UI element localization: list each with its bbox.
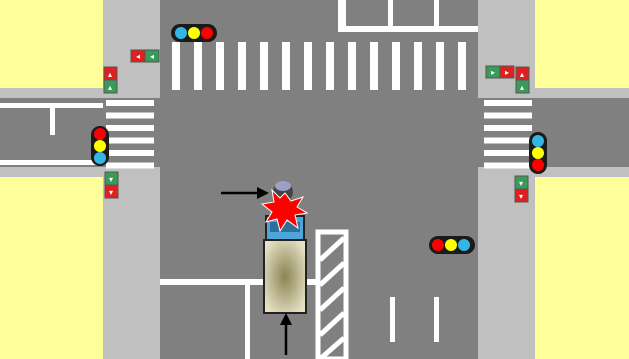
crosswalk-stripe — [216, 42, 224, 90]
sidewalk-west-bottom — [0, 167, 160, 177]
crosswalk-stripe — [436, 42, 444, 90]
pedestrian-signal-se-vertical: ▾ ▾ — [514, 175, 529, 203]
crosswalk-stripe — [484, 162, 532, 169]
svg-text:▾: ▾ — [109, 188, 113, 197]
crosswalk-stripe — [484, 137, 532, 144]
north-lane-divider-2 — [434, 0, 439, 26]
crosswalk-stripe — [458, 42, 466, 90]
svg-text:▴: ▴ — [108, 70, 112, 79]
crosswalk-stripe — [392, 42, 400, 90]
crosswalk-stripe — [484, 150, 532, 156]
crosswalk-stripe — [348, 42, 356, 90]
crosswalk-east — [484, 100, 532, 169]
sidewalk-south-west — [103, 175, 160, 359]
south-lane-divider-1 — [390, 297, 395, 342]
crosswalk-stripe — [194, 42, 202, 90]
traffic-light-west — [91, 126, 109, 166]
traffic-light-north — [171, 24, 217, 42]
pedestrian-signal-sw-vertical: ▾ ▾ — [104, 171, 119, 199]
channelization-zone — [315, 229, 349, 359]
sidewalk-east-top — [478, 88, 629, 98]
truck-cargo — [263, 239, 307, 314]
crosswalk-stripe — [106, 162, 154, 169]
crosswalk-stripe — [484, 100, 532, 106]
crosswalk-stripe — [370, 42, 378, 90]
west-stop-line — [50, 103, 55, 135]
south-lane-divider-2 — [434, 297, 439, 342]
crosswalk-stripe — [484, 125, 532, 131]
svg-text:▾: ▾ — [519, 192, 523, 201]
svg-text:▸: ▸ — [505, 68, 509, 77]
crosswalk-stripe — [172, 42, 180, 90]
crosswalk-stripe — [106, 150, 154, 156]
sidewalk-south-east — [478, 175, 535, 359]
west-lane-line-bottom — [0, 160, 103, 165]
north-lane-divider-1 — [388, 0, 393, 26]
crosswalk-stripe — [326, 42, 334, 90]
crosswalk-north — [172, 42, 466, 90]
crosswalk-stripe — [238, 42, 246, 90]
arrow-right-icon — [221, 187, 269, 199]
crosswalk-stripe — [414, 42, 422, 90]
collision-burst-icon — [260, 188, 309, 233]
crosswalk-stripe — [106, 125, 154, 131]
svg-text:▴: ▴ — [520, 70, 524, 79]
svg-text:▾: ▾ — [519, 179, 523, 188]
sidewalk-east-bottom — [478, 167, 629, 177]
north-stop-line — [338, 26, 478, 32]
pedestrian-signal-ne-vertical: ▴ ▴ — [515, 66, 530, 94]
pedestrian-signal-nw-vertical: ▴ ▴ — [103, 66, 118, 94]
south-lane-line — [245, 279, 250, 359]
traffic-light-south — [429, 236, 475, 254]
svg-text:▴: ▴ — [108, 83, 112, 92]
svg-text:▾: ▾ — [109, 175, 113, 184]
south-stop-line — [160, 279, 320, 285]
truck-windshield — [270, 222, 300, 232]
truck — [263, 215, 307, 314]
crosswalk-stripe — [260, 42, 268, 90]
traffic-light-east — [529, 132, 547, 174]
svg-text:◂: ◂ — [150, 52, 154, 61]
svg-text:▸: ▸ — [491, 68, 495, 77]
svg-text:▴: ▴ — [520, 83, 524, 92]
crosswalk-stripe — [282, 42, 290, 90]
crosswalk-west — [106, 100, 154, 169]
crosswalk-stripe — [106, 137, 154, 144]
arrow-up-icon — [280, 313, 292, 355]
crosswalk-stripe — [484, 112, 532, 119]
crosswalk-stripe — [304, 42, 312, 90]
sidewalk-west-top — [0, 88, 160, 98]
svg-text:◂: ◂ — [136, 52, 140, 61]
crosswalk-stripe — [106, 100, 154, 106]
north-lane-line — [338, 0, 346, 30]
pedestrian-signal-ne-horizontal: ▸ ▸ — [485, 65, 515, 79]
pedestrian-signal-nw-horizontal: ◂ ◂ — [130, 49, 160, 63]
crosswalk-stripe — [106, 112, 154, 119]
